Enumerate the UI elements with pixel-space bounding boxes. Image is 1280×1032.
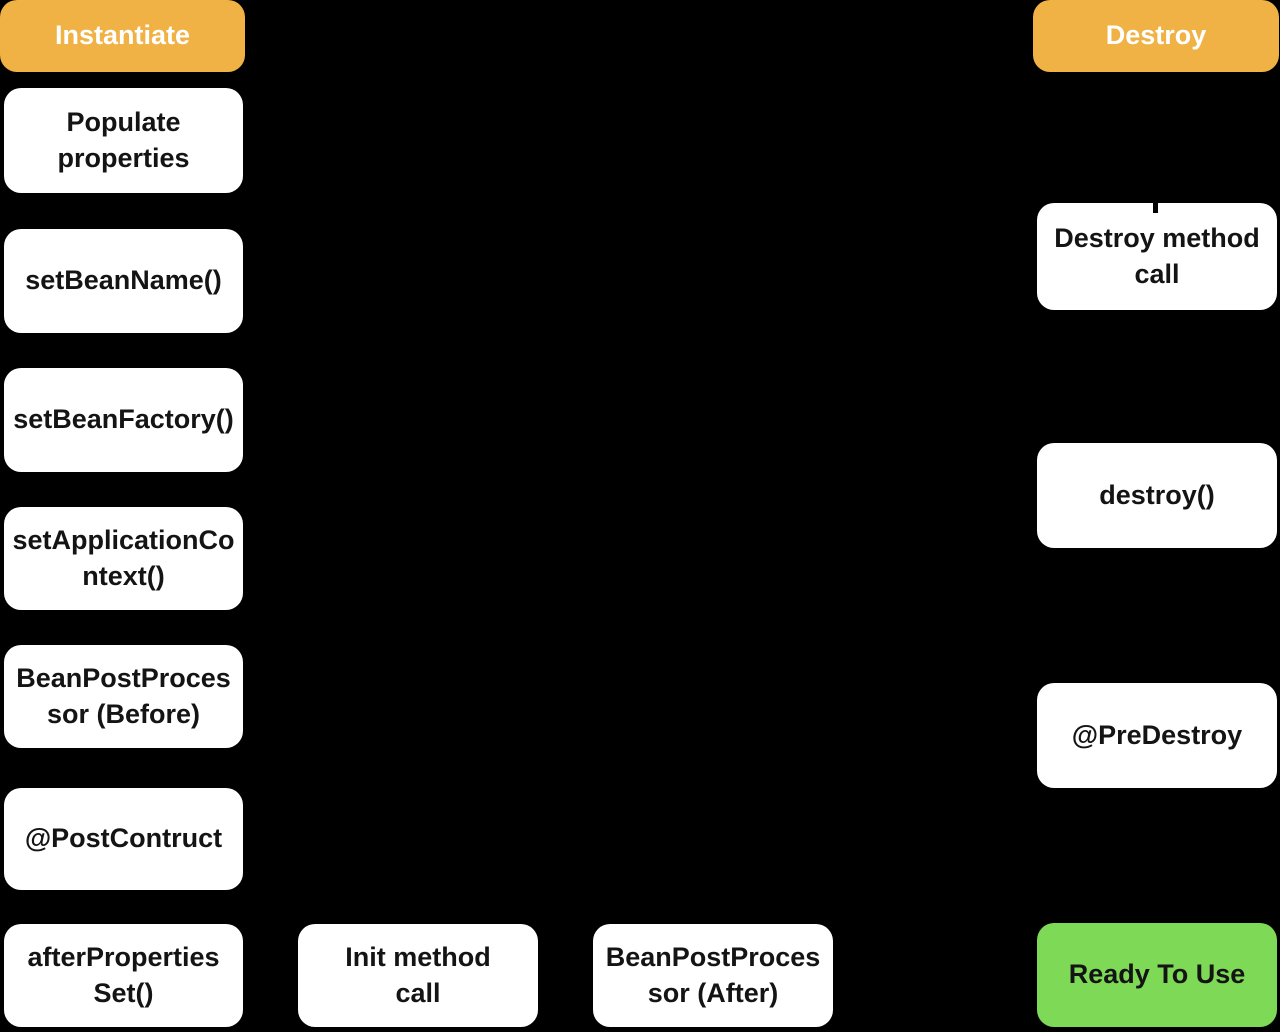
node-bean-post-processor-before: BeanPostProces sor (Before) [4, 645, 243, 748]
node-pre-destroy: @PreDestroy [1037, 683, 1277, 788]
node-set-application-context: setApplicationCo ntext() [4, 507, 243, 610]
node-destroy-method-call: Destroy method call [1037, 203, 1277, 310]
node-set-bean-factory: setBeanFactory() [4, 368, 243, 472]
node-bean-post-processor-after: BeanPostProces sor (After) [593, 924, 833, 1027]
node-destroy-fn: destroy() [1037, 443, 1277, 548]
node-after-properties-set: afterProperties Set() [4, 924, 243, 1027]
connector-arrow-remnant [1153, 194, 1158, 213]
node-populate-properties: Populate properties [4, 88, 243, 193]
node-post-contruct: @PostContruct [4, 788, 243, 890]
node-ready-to-use: Ready To Use [1037, 923, 1277, 1027]
node-destroy-stage: Destroy [1033, 0, 1279, 72]
node-instantiate: Instantiate [0, 0, 245, 72]
node-init-method-call: Init method call [298, 924, 538, 1027]
node-set-bean-name: setBeanName() [4, 229, 243, 333]
